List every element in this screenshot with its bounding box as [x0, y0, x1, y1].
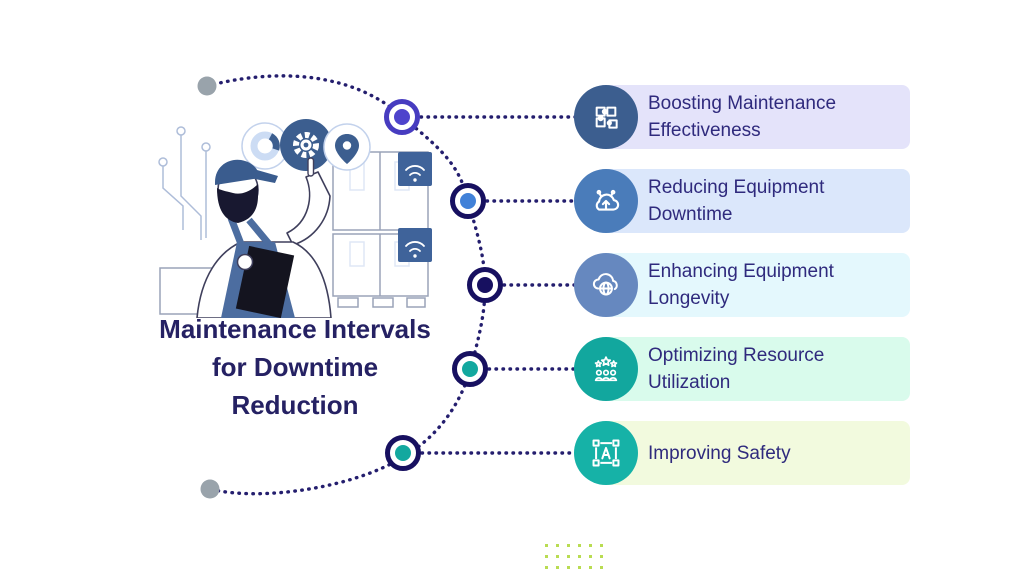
item-label: Boosting Maintenance Effectiveness	[648, 93, 837, 141]
node-dot	[460, 193, 476, 209]
item-bar: Optimizing Resource Utilization	[596, 337, 910, 401]
list-item: Enhancing Equipment Longevity	[574, 253, 910, 317]
list-item: Improving Safety	[574, 421, 910, 485]
text-frame-icon	[574, 421, 638, 485]
endpoint-dot-bottom	[200, 479, 220, 499]
item-bar: Reducing Equipment Downtime	[596, 169, 910, 233]
item-label: Reducing Equipment Downtime	[648, 177, 825, 225]
node-dot	[462, 361, 478, 377]
list-item: Boosting Maintenance Effectiveness	[574, 85, 910, 149]
decorative-dot-grid	[545, 544, 603, 569]
location-pin-icon	[323, 123, 371, 171]
node-dot	[394, 109, 410, 125]
page-title: Maintenance Intervals for Downtime Reduc…	[159, 314, 431, 420]
timeline-node-2	[450, 183, 486, 219]
item-bar: Improving Safety	[596, 421, 910, 485]
timeline-node-5	[385, 435, 421, 471]
holding-hand	[236, 253, 254, 271]
timeline-node-1	[384, 99, 420, 135]
item-label: Enhancing Equipment Longevity	[648, 261, 834, 309]
item-bar: Enhancing Equipment Longevity	[596, 253, 910, 317]
list-item: Optimizing Resource Utilization	[574, 337, 910, 401]
circuit-lines	[158, 126, 211, 240]
cloud-upload-icon	[574, 169, 638, 233]
timeline-node-3	[467, 267, 503, 303]
puzzle-icon	[574, 85, 638, 149]
node-dot	[395, 445, 411, 461]
node-dot	[477, 277, 493, 293]
pointing-finger	[307, 157, 315, 177]
timeline-node-4	[452, 351, 488, 387]
list-item: Reducing Equipment Downtime	[574, 169, 910, 233]
wifi-icon	[398, 152, 432, 186]
item-label: Optimizing Resource Utilization	[648, 345, 825, 393]
item-bar: Boosting Maintenance Effectiveness	[596, 85, 910, 149]
team-stars-icon	[574, 337, 638, 401]
cloud-globe-icon	[574, 253, 638, 317]
wifi-icon	[398, 228, 432, 262]
worker	[196, 157, 332, 318]
item-label: Improving Safety	[648, 442, 791, 464]
